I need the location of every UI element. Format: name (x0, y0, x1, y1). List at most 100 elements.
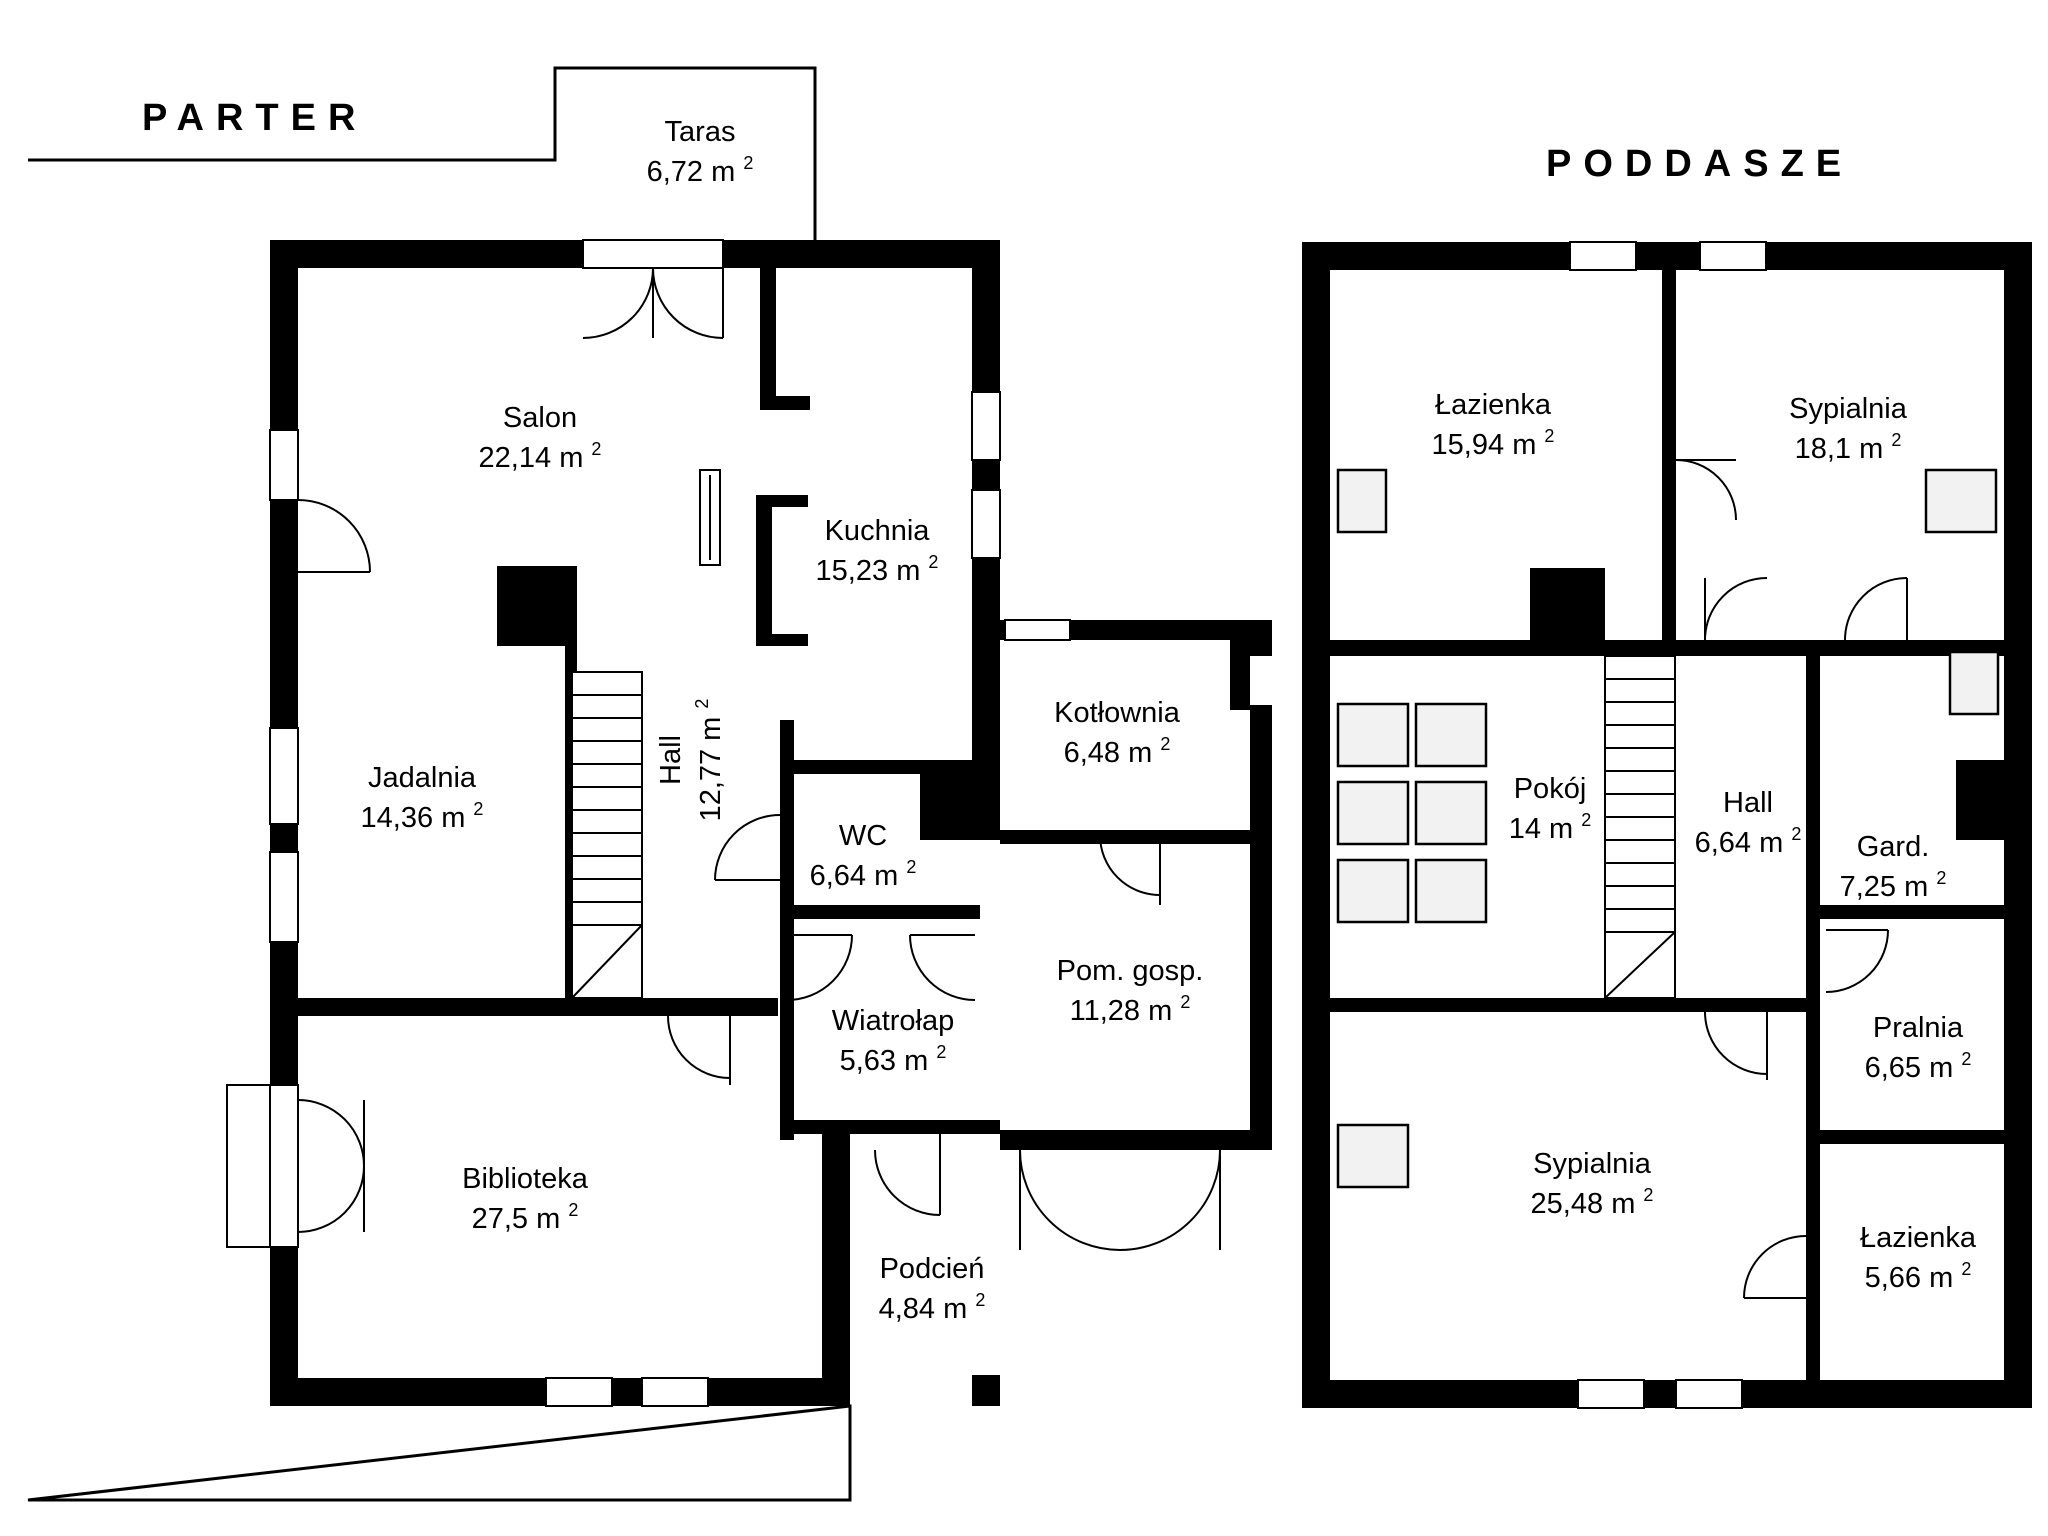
door-sypialnia-2 (1704, 1011, 1768, 1075)
wall (1806, 648, 1820, 1388)
room-name-hall-poddasze: Hall (1723, 787, 1773, 819)
room-name-kotlownia: Kotłownia (1054, 697, 1181, 729)
door-sypialnia-1-west (1675, 459, 1737, 521)
door-wiatrolap-hall (786, 934, 853, 1001)
room-area-hall-poddasze: 6,64 m 2 (1695, 824, 1802, 859)
room-area-pokoj: 14 m 2 (1509, 810, 1592, 845)
wall (756, 495, 772, 645)
window (1004, 619, 1071, 641)
wall (1330, 640, 2016, 656)
room-area-taras: 6,72 m 2 (647, 153, 754, 188)
room-name-lazienka-1: Łazienka (1435, 389, 1552, 421)
room-area-wc: 6,64 m 2 (810, 857, 917, 892)
door-wc (714, 814, 781, 881)
door-salon-terrace-right (652, 267, 724, 339)
door-salon-terrace-left (582, 267, 654, 339)
room-area-pom-gosp: 11,28 m 2 (1070, 992, 1191, 1027)
room-area-lazienka-1: 15,94 m 2 (1432, 426, 1555, 461)
skylight (1336, 702, 1410, 768)
staircase-poddasze (1604, 655, 1676, 999)
wall (1250, 705, 1272, 1150)
door-pom-gosp-double (1019, 1149, 1221, 1252)
staircase-parter (571, 671, 643, 999)
room-name-pokoj: Pokój (1514, 773, 1587, 805)
skylight (1336, 1123, 1410, 1189)
wall (760, 396, 810, 410)
wall (298, 998, 778, 1016)
wall (1000, 1130, 1272, 1150)
room-area-sypialnia-2: 25,48 m 2 (1531, 1185, 1654, 1220)
window (641, 1377, 709, 1407)
window (1699, 241, 1767, 271)
door-salon-west (297, 499, 371, 573)
room-name-taras: Taras (665, 116, 736, 148)
door-podcien (874, 1149, 941, 1216)
window (582, 239, 724, 269)
wall (2004, 242, 2032, 1408)
wall (1250, 620, 1272, 656)
wall (1302, 242, 2032, 270)
room-name-salon: Salon (503, 402, 577, 434)
room-name-pralnia: Pralnia (1873, 1012, 1964, 1044)
wall (1000, 830, 1250, 844)
skylight (1336, 858, 1410, 924)
window (269, 1084, 299, 1248)
wall (756, 495, 808, 507)
room-name-pom-gosp: Pom. gosp. (1057, 955, 1204, 987)
door-lazienka-2 (1743, 1235, 1807, 1299)
parter-plan: Taras 6,72 m 2 Salon 22,14 m 2 Kuchnia 1… (27, 66, 1272, 1502)
wall (822, 1130, 850, 1406)
window (1577, 1379, 1645, 1409)
door-bay-top (297, 1099, 365, 1167)
poddasze-plan: Łazienka 15,94 m 2 Sypialnia 18,1 m 2 Po… (1302, 241, 2032, 1409)
window (269, 429, 299, 501)
room-area-podcien: 4,84 m 2 (879, 1290, 986, 1325)
chimney (497, 566, 572, 646)
skylight (1336, 780, 1410, 846)
room-area-kotlownia: 6,48 m 2 (1064, 734, 1171, 769)
site-outline (27, 66, 852, 1502)
room-area-kuchnia: 15,23 m 2 (816, 552, 939, 587)
wall (780, 720, 794, 1140)
wall (1230, 640, 1250, 710)
skylight (1336, 468, 1388, 534)
room-area-biblioteka: 27,5 m 2 (472, 1200, 579, 1235)
room-name-wc: WC (839, 820, 887, 852)
window (971, 391, 1001, 461)
skylight (1414, 780, 1488, 846)
room-name-sypialnia-1: Sypialnia (1789, 393, 1908, 425)
room-name-biblioteka: Biblioteka (462, 1163, 589, 1195)
wall (756, 634, 808, 646)
room-name-podcien: Podcień (880, 1253, 985, 1285)
door-wiatrolap-gosp (909, 934, 976, 1001)
window (1569, 241, 1637, 271)
room-label-hall-parter: Hall 12,77 m 2 (655, 699, 727, 822)
wall (1302, 1380, 2032, 1408)
room-name-kuchnia: Kuchnia (825, 515, 931, 547)
skylight (1924, 468, 1998, 534)
wall (760, 265, 776, 410)
room-area-wiatrolap: 5,63 m 2 (840, 1042, 947, 1077)
room-name-sypialnia-2: Sypialnia (1533, 1148, 1652, 1180)
door-bay-bottom (297, 1165, 365, 1233)
wall (780, 905, 980, 919)
skylight (1414, 702, 1488, 768)
skylight (1948, 650, 2000, 716)
window (1675, 1379, 1743, 1409)
wall (1330, 998, 1816, 1012)
room-area-pralnia: 6,65 m 2 (1865, 1049, 1972, 1084)
room-name-gard: Gard. (1857, 831, 1930, 863)
room-area-sypialnia-1: 18,1 m 2 (1795, 430, 1902, 465)
chimney (1530, 568, 1605, 646)
window (545, 1377, 613, 1407)
room-area-hall-parter: 12,77 m 2 (692, 699, 727, 822)
bay-window (226, 1084, 271, 1248)
wall (1820, 905, 2010, 919)
room-area-jadalnia: 14,36 m 2 (361, 799, 484, 834)
room-name-wiatrolap: Wiatrołap (832, 1005, 955, 1037)
shaft (1956, 760, 2006, 840)
wall (972, 1375, 1000, 1406)
window (971, 489, 1001, 559)
room-name-hall-parter: Hall (655, 735, 687, 785)
